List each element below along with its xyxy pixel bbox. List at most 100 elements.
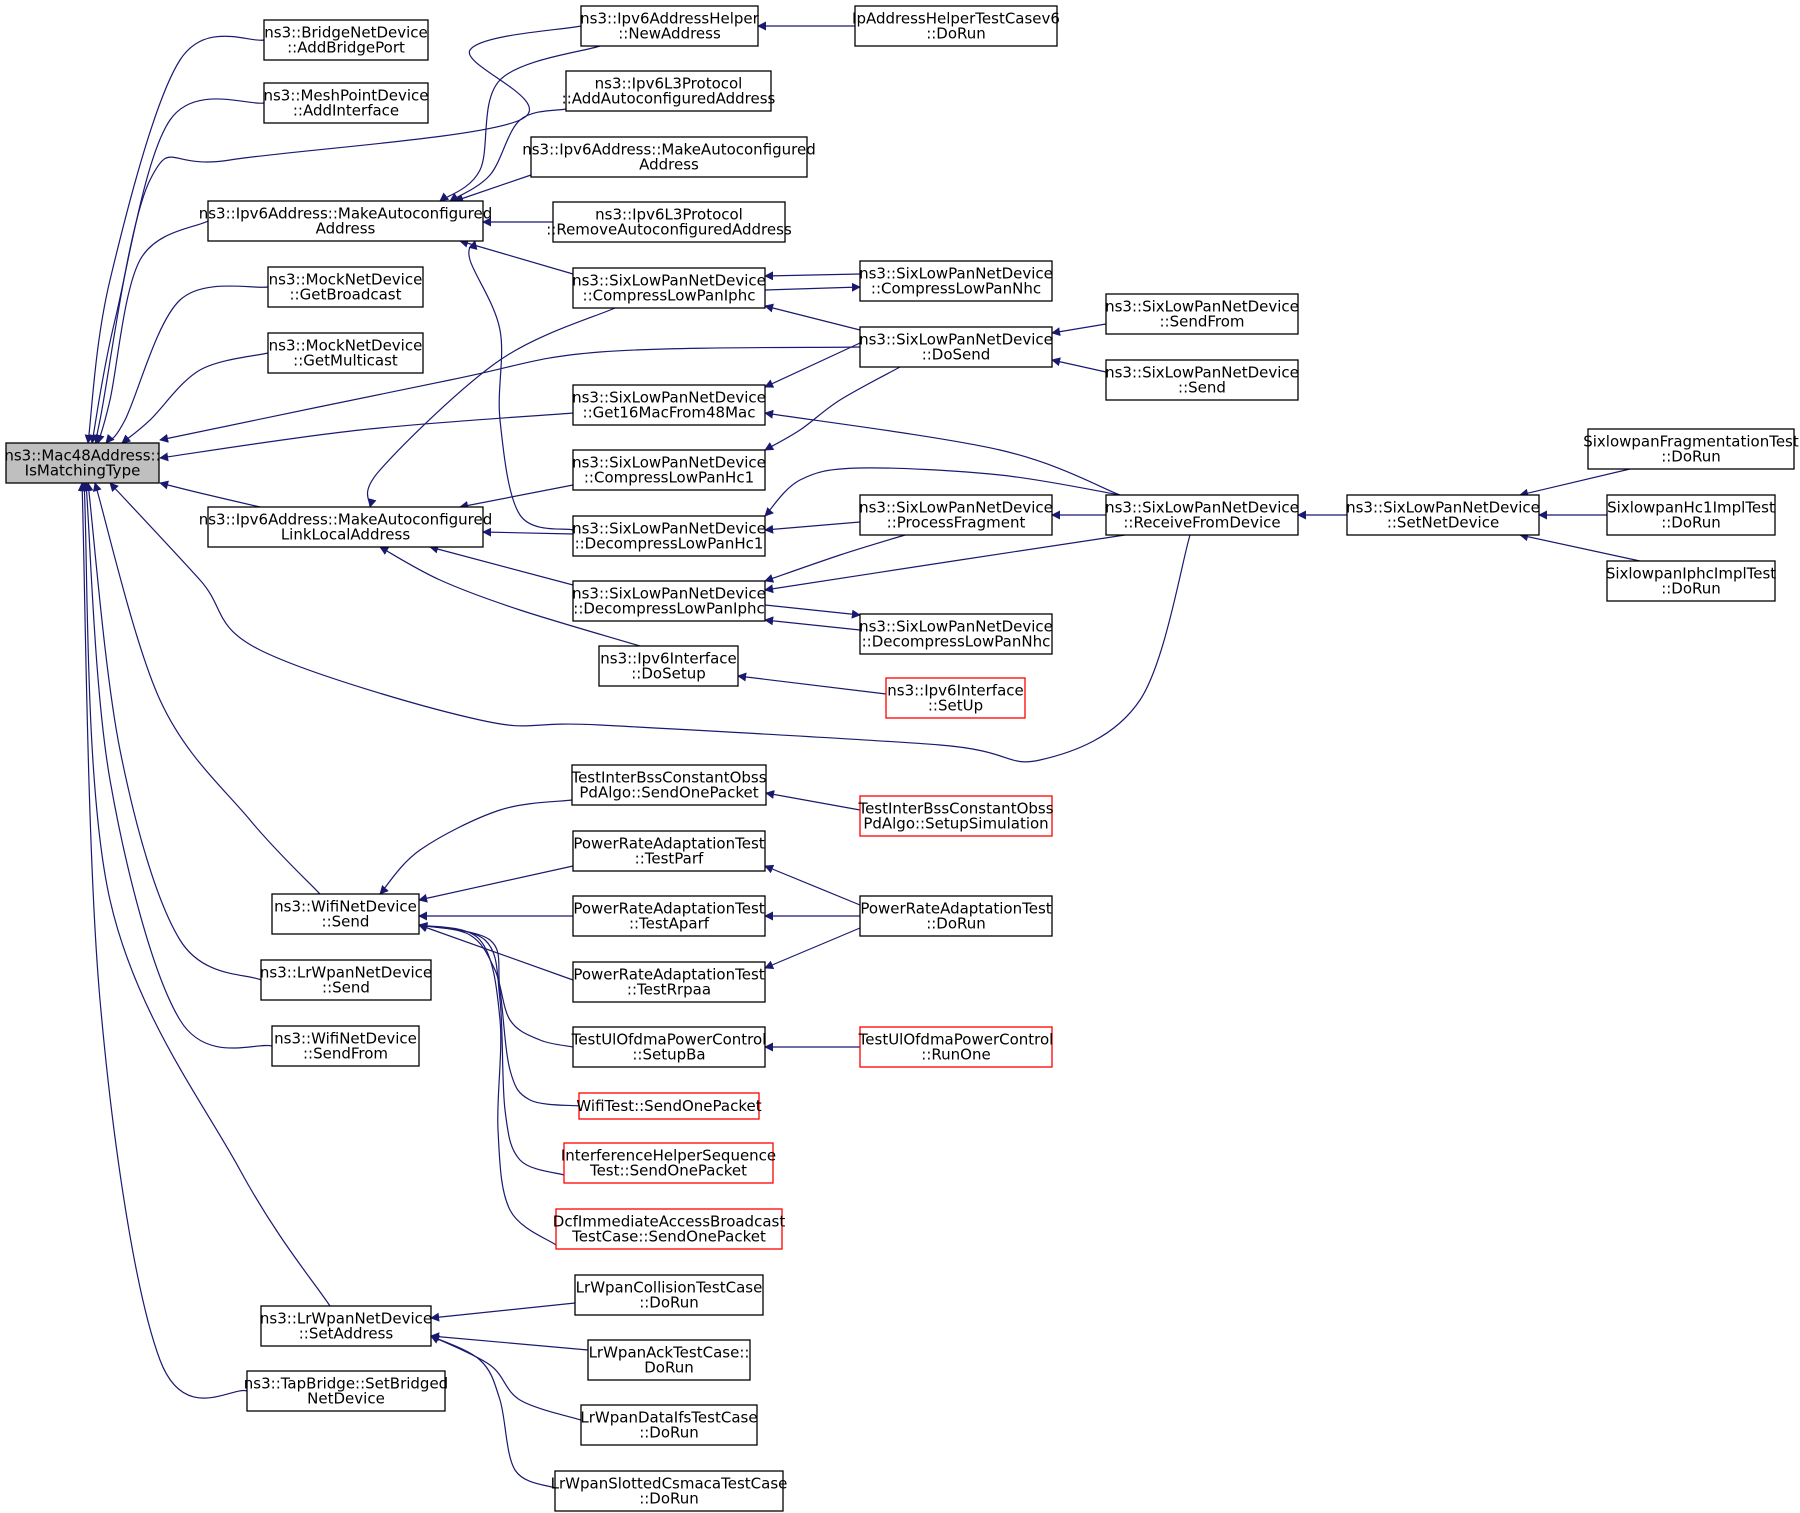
edge-line bbox=[482, 527, 574, 537]
node-label-line: ns3::LrWpanNetDevice bbox=[260, 964, 432, 982]
node-label-line: WifiTest::SendOnePacket bbox=[576, 1097, 761, 1115]
edge-n-sixlp-receivefromdevice-to-n-sixlp-decompresshc1 bbox=[764, 467, 1121, 517]
node-label-line: ::Get16MacFrom48Mac bbox=[583, 404, 756, 422]
graph-node-n-sixlp-receivefromdevice[interactable]: ns3::SixLowPanNetDevice::ReceiveFromDevi… bbox=[1105, 494, 1299, 536]
graph-node-n-ipv6addr-makeauto2[interactable]: ns3::Ipv6Address::MakeAutoconfiguredAddr… bbox=[522, 136, 816, 178]
graph-node-n-sixlp-compressiphc[interactable]: ns3::SixLowPanNetDevice::CompressLowPanI… bbox=[572, 267, 766, 309]
graph-node-n-lrwpan-send[interactable]: ns3::LrWpanNetDevice::Send bbox=[260, 959, 432, 1001]
node-label-line: TestUlOfdmaPowerControl bbox=[858, 1031, 1054, 1049]
graph-node-n-sixlp-setnetdevice[interactable]: ns3::SixLowPanNetDevice::SetNetDevice bbox=[1346, 494, 1540, 536]
edge-n-lrwpan-ack-to-n-lrwpan-setaddress bbox=[430, 1332, 589, 1351]
graph-node-n-sixlp-get16mac[interactable]: ns3::SixLowPanNetDevice::Get16MacFrom48M… bbox=[572, 384, 766, 426]
edge-n-sixlp-processfragment-to-n-sixlp-decompressiphc bbox=[764, 534, 906, 583]
graph-node-n-sixlp-iphctest[interactable]: SixlowpanIphcImplTest::DoRun bbox=[1606, 560, 1776, 602]
edge-n-sixlp-compressiphc-to-n-sixlp-compressnhc bbox=[764, 282, 861, 292]
graph-node-n-ipv6addr-makeauto[interactable]: ns3::Ipv6Address::MakeAutoconfiguredAddr… bbox=[199, 200, 493, 242]
edge-n-mesh-addinterface-to-focus bbox=[89, 98, 265, 444]
edge-line bbox=[84, 35, 265, 444]
graph-node-n-sixlp-fragtest[interactable]: SixlowpanFragmentationTest::DoRun bbox=[1583, 428, 1799, 470]
graph-node-n-sixlp-decompressiphc[interactable]: ns3::SixLowPanNetDevice::DecompressLowPa… bbox=[572, 580, 766, 622]
graph-node-focus: ns3::Mac48Address::IsMatchingType bbox=[4, 442, 161, 484]
edge-n-ipv6helper-newaddress-to-focus bbox=[93, 25, 582, 447]
node-label-line: ::DecompressLowPanIphc bbox=[573, 600, 764, 618]
edge-line bbox=[366, 307, 616, 508]
graph-node-n-pra-dorun[interactable]: PowerRateAdaptationTest::DoRun bbox=[859, 895, 1053, 937]
node-box bbox=[574, 1274, 764, 1316]
edge-line bbox=[764, 604, 861, 619]
graph-node-n-sixlp-compresshc1[interactable]: ns3::SixLowPanNetDevice::CompressLowPanH… bbox=[572, 449, 766, 491]
graph-node-n-ulofdma-setupba[interactable]: TestUlOfdmaPowerControl::SetupBa bbox=[571, 1026, 767, 1068]
node-label-line: ::CompressLowPanIphc bbox=[583, 287, 756, 305]
node-label-line: PowerRateAdaptationTest bbox=[573, 900, 764, 918]
graph-node-n-sixlp-processfragment[interactable]: ns3::SixLowPanNetDevice::ProcessFragment bbox=[859, 494, 1053, 536]
graph-node-n-lrwpan-dataifs[interactable]: LrWpanDataIfsTestCase::DoRun bbox=[580, 1404, 758, 1446]
graph-node-n-iphelpertest[interactable]: IpAddressHelperTestCasev6::DoRun bbox=[852, 5, 1060, 47]
node-label-line: ::AddAutoconfiguredAddress bbox=[562, 90, 776, 108]
graph-node-n-pra-testparf[interactable]: PowerRateAdaptationTest::TestParf bbox=[572, 830, 766, 872]
node-label-line: ns3::Ipv6Address::MakeAutoconfigured bbox=[522, 141, 816, 159]
node-label-line: ::SetUp bbox=[928, 697, 983, 715]
graph-node-n-ulofdma-runone[interactable]: TestUlOfdmaPowerControl::RunOne bbox=[858, 1026, 1054, 1068]
graph-node-n-ipv6helper-newaddress[interactable]: ns3::Ipv6AddressHelper::NewAddress bbox=[580, 5, 760, 47]
edge-n-sixlp-receivefromdevice-to-n-sixlp-decompressiphc bbox=[764, 534, 1126, 594]
graph-node-n-interbss-setupsim[interactable]: TestInterBssConstantObssPdAlgo::SetupSim… bbox=[857, 795, 1054, 837]
edge-line bbox=[418, 922, 557, 1246]
graph-node-n-dcf-sendone[interactable]: DcfImmediateAccessBroadcastTestCase::Sen… bbox=[553, 1208, 786, 1250]
edge-n-sixlp-receivefromdevice-to-n-sixlp-get16mac bbox=[764, 409, 1121, 496]
graph-node-n-wifi-send[interactable]: ns3::WifiNetDevice::Send bbox=[271, 893, 420, 935]
graph-node-n-sixlp-send[interactable]: ns3::SixLowPanNetDevice::Send bbox=[1105, 359, 1299, 401]
graph-node-n-lrwpan-ack[interactable]: LrWpanAckTestCase::DoRun bbox=[587, 1339, 751, 1381]
node-label-line: ::GetBroadcast bbox=[290, 286, 402, 304]
node-box bbox=[859, 613, 1053, 655]
edge-n-sixlp-dosend-to-n-sixlp-compresshc1 bbox=[764, 366, 901, 451]
graph-node-n-interference-sendone[interactable]: InterferenceHelperSequenceTest::SendOneP… bbox=[561, 1142, 776, 1184]
graph-node-n-pra-testrrpaa[interactable]: PowerRateAdaptationTest::TestRrpaa bbox=[572, 961, 766, 1003]
graph-node-n-ipv6if-dosetup[interactable]: ns3::Ipv6Interface::DoSetup bbox=[598, 645, 739, 687]
node-label-line: LrWpanAckTestCase:: bbox=[589, 1344, 750, 1362]
graph-node-n-lrwpan-collision[interactable]: LrWpanCollisionTestCase::DoRun bbox=[574, 1274, 764, 1316]
edge-n-lrwpan-slotted-to-n-lrwpan-setaddress bbox=[430, 1335, 556, 1489]
graph-node-n-sixlp-sendfrom[interactable]: ns3::SixLowPanNetDevice::SendFrom bbox=[1105, 293, 1299, 335]
node-label-line: SixlowpanIphcImplTest bbox=[1606, 565, 1776, 583]
graph-node-n-addbridgeport[interactable]: ns3::BridgeNetDevice::AddBridgePort bbox=[263, 19, 429, 61]
edge-line bbox=[764, 467, 1121, 517]
edge-line bbox=[1051, 323, 1107, 337]
node-label-line: ::DoRun bbox=[926, 915, 986, 933]
graph-node-n-sixlp-hc1test[interactable]: SixlowpanHc1ImplTest::DoRun bbox=[1606, 494, 1776, 536]
node-label-line: ns3::SixLowPanNetDevice bbox=[1346, 499, 1540, 517]
node-label-line: ns3::SixLowPanNetDevice bbox=[572, 389, 766, 407]
edge-n-dcf-sendone-to-n-wifi-send bbox=[418, 922, 557, 1246]
graph-node-n-mock-getmulticast[interactable]: ns3::MockNetDevice::GetMulticast bbox=[267, 332, 424, 374]
node-box bbox=[267, 266, 424, 308]
node-box bbox=[854, 5, 1058, 47]
node-box bbox=[552, 201, 786, 243]
graph-node-n-mesh-addinterface[interactable]: ns3::MeshPointDevice::AddInterface bbox=[263, 82, 429, 124]
graph-node-n-lrwpan-setaddress[interactable]: ns3::LrWpanNetDevice::SetAddress bbox=[260, 1305, 432, 1347]
node-label-line: ns3::SixLowPanNetDevice bbox=[1105, 364, 1299, 382]
graph-node-n-pra-testaparf[interactable]: PowerRateAdaptationTest::TestAparf bbox=[572, 895, 766, 937]
edge-line bbox=[379, 546, 641, 647]
node-label-line: ns3::SixLowPanNetDevice bbox=[859, 618, 1053, 636]
node-label-line: ::SetNetDevice bbox=[1387, 514, 1499, 532]
edge-n-sixlp-processfragment-to-n-sixlp-decompresshc1 bbox=[764, 521, 861, 534]
graph-node-n-wifi-sendfrom[interactable]: ns3::WifiNetDevice::SendFrom bbox=[271, 1025, 420, 1067]
edge-line bbox=[1051, 357, 1107, 373]
graph-node-n-l3-addauto[interactable]: ns3::Ipv6L3Protocol::AddAutoconfiguredAd… bbox=[562, 70, 776, 112]
graph-node-n-ipv6addr-makelinklocal[interactable]: ns3::Ipv6Address::MakeAutoconfiguredLink… bbox=[199, 506, 493, 548]
graph-node-n-interbss-sendone[interactable]: TestInterBssConstantObssPdAlgo::SendOneP… bbox=[570, 764, 767, 806]
graph-node-n-sixlp-compressnhc[interactable]: ns3::SixLowPanNetDevice::CompressLowPanN… bbox=[859, 260, 1053, 302]
graph-node-n-wifitest-sendone[interactable]: WifiTest::SendOnePacket bbox=[576, 1092, 762, 1120]
edge-n-ipv6addr-makelinklocal-to-focus bbox=[159, 480, 261, 508]
graph-node-n-sixlp-decompresshc1[interactable]: ns3::SixLowPanNetDevice::DecompressLowPa… bbox=[572, 515, 766, 557]
node-box bbox=[578, 1092, 760, 1120]
graph-node-n-ipv6if-setup[interactable]: ns3::Ipv6Interface::SetUp bbox=[885, 677, 1026, 719]
graph-node-n-sixlp-dosend[interactable]: ns3::SixLowPanNetDevice::DoSend bbox=[859, 326, 1053, 368]
node-label-line: LinkLocalAddress bbox=[281, 526, 411, 544]
graph-node-n-lrwpan-slotted[interactable]: LrWpanSlottedCsmacaTestCase::DoRun bbox=[551, 1470, 788, 1512]
graph-node-n-mock-getbroadcast[interactable]: ns3::MockNetDevice::GetBroadcast bbox=[267, 266, 424, 308]
graph-node-n-sixlp-decompressnhc[interactable]: ns3::SixLowPanNetDevice::DecompressLowPa… bbox=[859, 613, 1053, 655]
node-box bbox=[580, 5, 759, 47]
graph-node-n-l3-removeauto[interactable]: ns3::Ipv6L3Protocol::RemoveAutoconfigure… bbox=[546, 201, 792, 243]
edge-line bbox=[418, 922, 565, 1176]
